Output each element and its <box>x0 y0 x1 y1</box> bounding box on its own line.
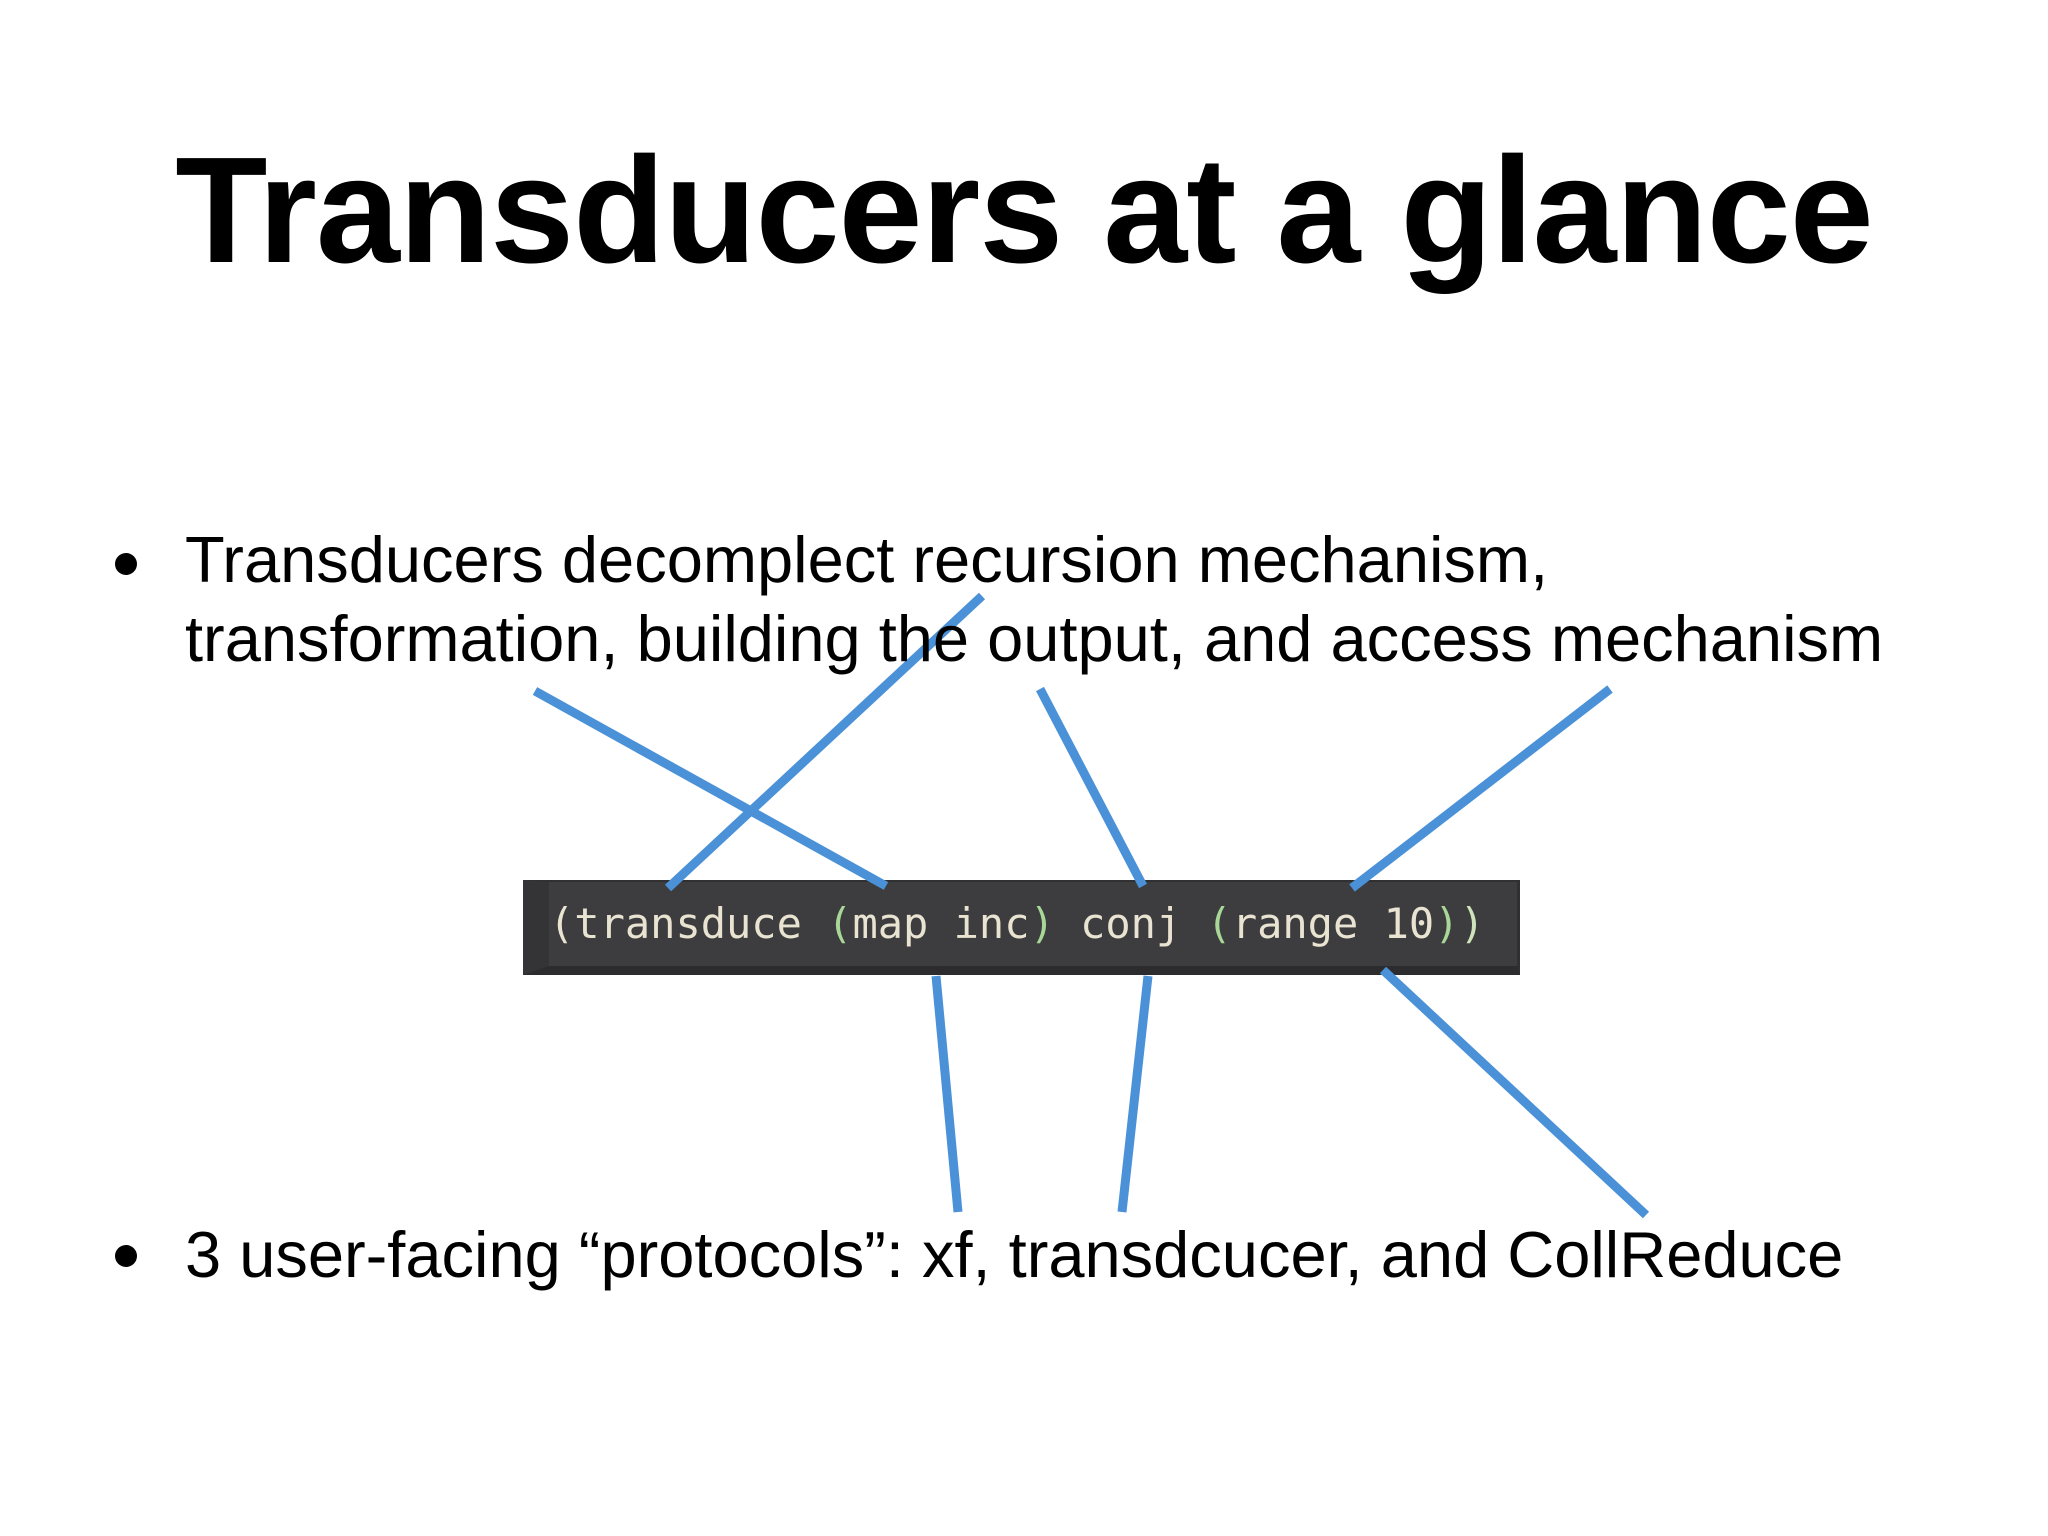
code-token: inc <box>953 899 1030 948</box>
bullet-dot <box>115 1245 137 1267</box>
code-token <box>802 899 827 948</box>
code-token <box>928 899 953 948</box>
slide-title: Transducers at a glance <box>175 125 1874 294</box>
annotation-line <box>532 687 889 890</box>
annotation-line <box>1349 685 1613 892</box>
code-token: ( <box>827 899 853 948</box>
annotation-line <box>1117 975 1153 1213</box>
code-token: range <box>1231 899 1359 948</box>
annotation-line <box>1036 686 1147 889</box>
bullet-line-2: transformation, building the output, and… <box>185 602 1884 675</box>
code-token: conj <box>1080 899 1182 948</box>
code-token <box>1181 899 1206 948</box>
bullet-text-decomplect: Transducers decomplect recursion mechani… <box>185 520 1883 678</box>
code-token: ) <box>1029 899 1055 948</box>
bullet-item-protocols: 3 user-facing “protocols”: xf, transdcuc… <box>115 1215 1843 1294</box>
code-token: 10 <box>1383 899 1435 948</box>
code-token: ) <box>1434 899 1460 948</box>
annotation-line <box>931 975 963 1213</box>
code-token: ( <box>549 899 575 948</box>
code-token: ( <box>1206 899 1232 948</box>
code-token: transduce <box>574 899 802 948</box>
code-token <box>1358 899 1383 948</box>
code-text: (transduce (map inc) conj (range 10)) <box>549 903 1485 945</box>
annotation-line <box>1379 966 1650 1219</box>
code-block: (transduce (map inc) conj (range 10)) <box>523 880 1520 975</box>
bullet-dot <box>115 553 137 575</box>
bullet-line-1: Transducers decomplect recursion mechani… <box>185 523 1549 596</box>
code-token: map <box>852 899 929 948</box>
bullet-text-protocols: 3 user-facing “protocols”: xf, transdcuc… <box>185 1215 1843 1294</box>
bullet-line-1: 3 user-facing “protocols”: xf, transdcuc… <box>185 1218 1844 1291</box>
code-token: ) <box>1459 899 1485 948</box>
bullet-item-decomplect: Transducers decomplect recursion mechani… <box>115 520 1883 678</box>
code-token <box>1055 899 1080 948</box>
